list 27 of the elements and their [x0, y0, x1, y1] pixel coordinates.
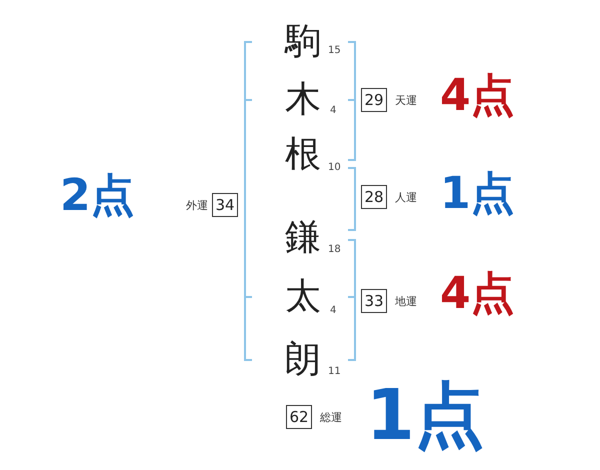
fortune-name: 外運 [186, 200, 208, 211]
kanji-character: 太 [285, 279, 321, 315]
kanji-character: 朗 [285, 342, 321, 378]
fortune-name: 人運 [395, 192, 417, 203]
kanji-character: 木 [285, 82, 321, 118]
fortune-name: 天運 [395, 95, 417, 106]
stroke-count: 11 [328, 367, 341, 377]
kanji-character: 根 [285, 137, 321, 173]
number-box: 29 [361, 88, 387, 112]
stroke-count: 18 [328, 245, 341, 255]
fortune-name: 総運 [320, 412, 342, 423]
number-box: 28 [361, 185, 387, 209]
stroke-count: 10 [328, 163, 341, 173]
number-box: 34 [212, 193, 238, 217]
stroke-count: 4 [330, 106, 336, 116]
kanji-character: 駒 [285, 24, 321, 60]
score-text: 1点 [366, 380, 485, 450]
score-text: 4点 [440, 74, 515, 118]
score-text: 1点 [440, 172, 515, 216]
number-box: 62 [286, 405, 312, 429]
score-text: 4点 [440, 272, 515, 316]
stroke-count: 4 [330, 306, 336, 316]
stroke-count: 15 [328, 46, 341, 56]
number-box: 33 [361, 289, 387, 313]
fortune-name: 地運 [395, 296, 417, 307]
score-text: 2点 [60, 174, 135, 218]
kanji-character: 鎌 [285, 220, 321, 256]
